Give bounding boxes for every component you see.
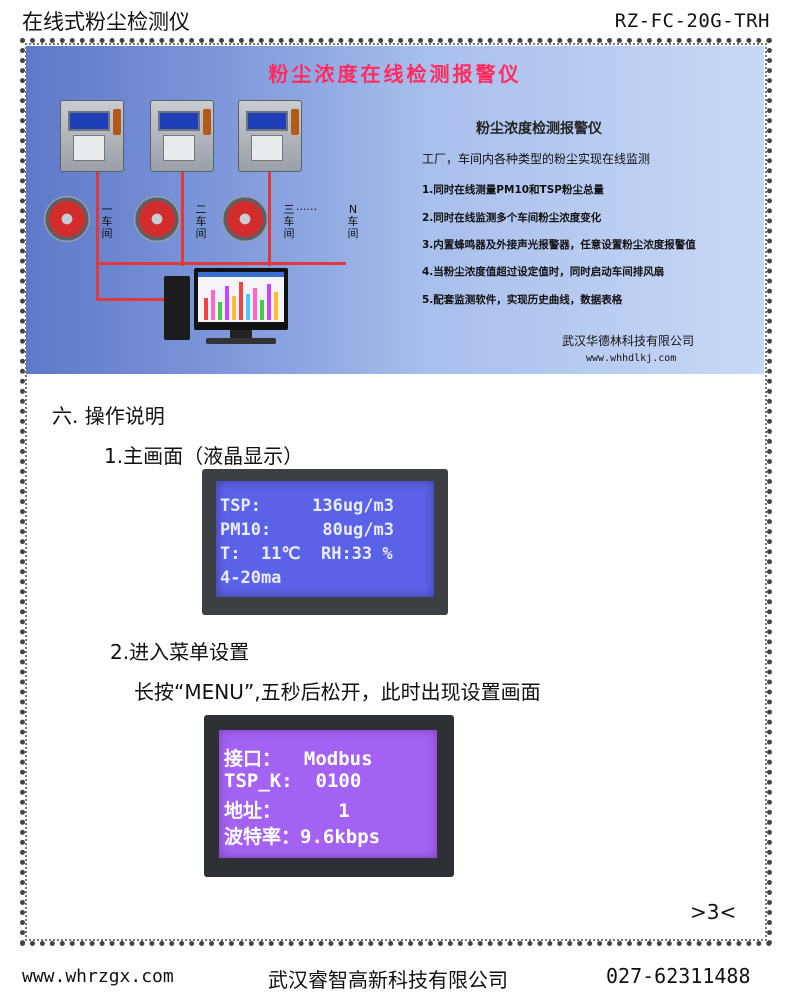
step2-label: 2.进入菜单设置	[110, 640, 250, 664]
wire	[96, 171, 99, 299]
step1-label: 1.主画面（液晶显示）	[104, 444, 304, 468]
banner-website: www.whhdlkj.com	[586, 353, 677, 364]
workshop-label: 一车间	[101, 203, 113, 240]
feature-item: 5.配套监测软件，实现历史曲线，数据表格	[422, 294, 623, 306]
wire	[96, 262, 346, 265]
banner-title: 粉尘浓度在线检测报警仪	[268, 62, 522, 86]
device-screen	[68, 111, 110, 131]
alarm-light-icon	[203, 109, 211, 135]
section-heading: 六. 操作说明	[52, 404, 165, 428]
lcd-menu-screen	[219, 730, 437, 858]
feature-item: 2.同时在线监测多个车间粉尘浓度变化	[422, 212, 602, 224]
lcd-main-line: TSP: 136ug/m3	[220, 496, 394, 516]
banner-company: 武汉华德林科技有限公司	[562, 334, 695, 348]
workshop-label: 三车间	[283, 203, 295, 240]
step2-description: 长按“MENU”,五秒后松开，此时出现设置画面	[134, 680, 541, 704]
exhaust-fan-icon	[222, 196, 268, 242]
lcd-menu-line: 接口： Modbus	[224, 748, 373, 770]
lcd-menu-line: 波特率：9.6kbps	[224, 826, 381, 848]
model-number: RZ-FC-20G-TRH	[614, 10, 770, 32]
footer-phone: 027-62311488	[606, 964, 751, 988]
footer-website: www.whrzgx.com	[22, 966, 174, 987]
wire	[96, 298, 188, 301]
monitor-chart-icon	[198, 272, 284, 322]
alarm-light-icon	[291, 109, 299, 135]
detector-device	[60, 100, 124, 172]
feature-item: 4.当粉尘浓度值超过设定值时，同时启动车间排风扇	[422, 266, 665, 278]
workshop-dots: ······	[296, 203, 317, 216]
feature-item: 3.内置蜂鸣器及外接声光报警器，任意设置粉尘浓度报警值	[422, 239, 696, 251]
device-nameplate	[163, 135, 195, 161]
exhaust-fan-icon	[134, 196, 180, 242]
detector-device	[150, 100, 214, 172]
banner-intro: 工厂，车间内各种类型的粉尘实现在线监测	[422, 152, 651, 166]
product-banner: 粉尘浓度在线检测报警仪 一车间 二车间 三车间 ······ N车间	[26, 46, 764, 374]
alarm-light-icon	[113, 109, 121, 135]
lcd-main-screen	[216, 481, 434, 597]
lcd-main-line: PM10: 80ug/m3	[220, 520, 394, 540]
keyboard-icon	[206, 338, 276, 344]
page-number: >3<	[690, 900, 737, 924]
asterisk-border-inner	[25, 43, 767, 941]
lcd-main-line: 4-20ma	[220, 568, 282, 588]
banner-subtitle: 粉尘浓度检测报警仪	[476, 121, 602, 137]
asterisk-border	[20, 38, 772, 946]
feature-item: 1.同时在线测量PM10和TSP粉尘总量	[422, 184, 604, 196]
device-nameplate	[251, 135, 283, 161]
document-title: 在线式粉尘检测仪	[22, 10, 190, 34]
workshop-label: 二车间	[195, 203, 207, 240]
workshop-label: N车间	[347, 203, 359, 240]
device-screen	[158, 111, 200, 131]
wire	[268, 171, 271, 266]
monitor-stand	[230, 330, 252, 338]
pc-tower	[164, 276, 190, 340]
lcd-menu-line: 地址： 1	[224, 800, 350, 822]
lcd-menu-line: TSP_K: 0100	[224, 770, 362, 792]
wire	[181, 171, 184, 266]
device-screen	[246, 111, 288, 131]
footer-company: 武汉睿智高新科技有限公司	[268, 968, 508, 992]
detector-device	[238, 100, 302, 172]
lcd-main-line: T: 11℃ RH:33 %	[220, 544, 393, 564]
pc-monitor	[194, 268, 288, 330]
exhaust-fan-icon	[44, 196, 90, 242]
device-nameplate	[73, 135, 105, 161]
